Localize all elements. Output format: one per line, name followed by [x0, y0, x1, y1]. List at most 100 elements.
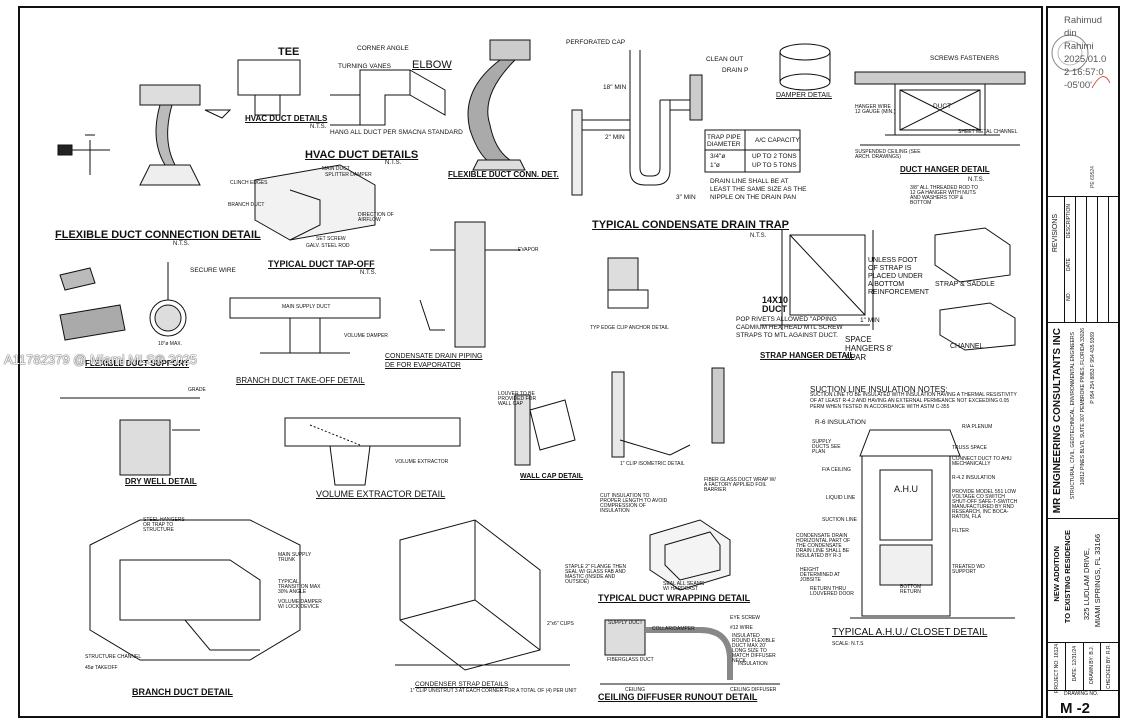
- damper-drawing: [779, 43, 831, 91]
- bottom-return-label: BOTTOM RETURN: [900, 584, 922, 595]
- cut-insulation-label: CUT INSULATION TO PROPER LENGTH TO AVOID…: [600, 493, 668, 514]
- clinch-edges-label: CLINCH EDGES: [230, 180, 268, 186]
- insulation-label: INSULATION: [738, 661, 768, 667]
- project-line-2: TO EXISTING RESIDENCE: [1063, 530, 1072, 624]
- hvac-details-title-1: HVAC DUCT DETAILS: [245, 114, 328, 123]
- branch-duct-label: BRANCH DUCT: [228, 202, 265, 208]
- checked-by: CHECKED BY: R.R.: [1106, 644, 1112, 690]
- ceiling-label: CEILING: [625, 687, 646, 693]
- hvac-details-title-2: HVAC DUCT DETAILS: [305, 149, 419, 161]
- digital-signature-stamp: Rahimud din Rahimi 2025.01.0 2 16:57:0 -…: [1064, 14, 1106, 92]
- project-number: PROJECT NO: 18124: [1054, 644, 1060, 693]
- branch-takeoff-title: BRANCH DUCT TAKE-OFF DETAIL: [236, 376, 365, 385]
- fa-ceiling-label: F/A CEILING: [822, 467, 851, 473]
- elbow-title: ELBOW: [412, 59, 452, 71]
- firm-name: MR ENGINEERING CONSULTANTS INC: [1052, 328, 1063, 514]
- revision-no-header: NO.: [1066, 292, 1072, 301]
- trap-pipe-label: TRAP PIPE DIAMETER: [707, 134, 741, 148]
- signer-name-line-1: Rahimud: [1064, 15, 1103, 26]
- hang-all-duct-label: HANG ALL DUCT PER SMACNA STANDARD: [330, 129, 463, 136]
- drawing-number-label: DRAWING NO.: [1064, 691, 1099, 697]
- drawing-number-block: DRAWING NO. M -2: [1048, 690, 1118, 718]
- clip-isometric-label: 1" CLIP ISOMETRIC DETAIL: [620, 461, 685, 467]
- flex-duct-connection-drawing: [57, 84, 232, 186]
- edge-clip-label: TYP EDGE CLIP ANCHOR DETAIL: [590, 325, 669, 331]
- duct-tapoff-title: TYPICAL DUCT TAP-OFF: [268, 259, 375, 269]
- set-screw-label: SET SCREW: [316, 236, 346, 242]
- branch-duct-title: BRANCH DUCT DETAIL: [132, 687, 233, 697]
- screws-fasteners-label: SCREWS FASTENERS: [930, 55, 999, 62]
- condensate-trap-drawing: [571, 50, 801, 196]
- volume-extractor-label: VOLUME EXTRACTOR: [395, 459, 449, 465]
- drawing-number: M -2: [1060, 700, 1090, 717]
- min-3-label: 3" MIN: [676, 194, 696, 201]
- liquid-line-label: LIQUID LINE: [826, 495, 856, 501]
- main-duct-label: MAIN DUCT: [322, 166, 350, 172]
- space-hangers-label: SPACE HANGERS 8' APAR: [845, 335, 893, 362]
- duct-wrapping-drawing: [649, 519, 731, 591]
- tee-title: TEE: [278, 46, 300, 58]
- sheet-metal-channel-label: SHEET METAL CHANNEL: [958, 129, 1018, 135]
- condenser-strap-title: CONDENSER STRAP DETAILS: [415, 681, 509, 688]
- seal-seams-label: SEAL ALL SEAMS W/ HARDCAST: [663, 581, 705, 592]
- nts-label: N.T.S.: [385, 160, 402, 166]
- galv-steel-rod-label: GALV. STEEL ROD: [306, 243, 350, 249]
- two-dampers-label: 2"x6" CUPS: [547, 621, 574, 627]
- damper-title: DAMPER DETAIL: [776, 92, 832, 99]
- steel-hangers-label: STEEL HANGERS OR TRAP TO STRUCTURE: [143, 517, 185, 533]
- strap-hanger-title: STRAP HANGER DETAIL: [760, 351, 855, 360]
- drawing-sheet: [18, 6, 1043, 718]
- fiberglass-note-label: FIBER GLASS DUCT WRAP W/ A FACTORY APPLI…: [704, 477, 776, 493]
- nts-label: N.T.S.: [173, 241, 190, 247]
- signer-name-line-2: din: [1064, 28, 1077, 39]
- hanger-wire-label: HANGER WIRE 12 GAUGE (MIN.): [855, 104, 896, 115]
- project-line-1: NEW ADDITION: [1052, 546, 1061, 602]
- scale-label: SCALE: N.T.S: [832, 641, 864, 647]
- flex-duct-conn-det-title: FLEXIBLE DUCT CONN. DET.: [448, 170, 559, 179]
- capacity-row1-b: UP TO 2 TONS: [752, 153, 797, 160]
- strap-saddle-label: STRAP & SADDLE: [935, 281, 995, 288]
- wall-cap-note: LOUVER TO BE PROVIDED FOR WALL CAP: [498, 391, 537, 407]
- typical-transition-label: TYPICAL TRANSITION MAX 30% ANGLE: [278, 579, 321, 595]
- drawn-by: DRAWN BY: B.J.: [1089, 646, 1095, 684]
- ceiling-diffuser-drawing: [600, 619, 780, 685]
- revision-date-header: DATE: [1066, 258, 1072, 271]
- condenser-strap-drawing: [395, 519, 570, 671]
- address-line-2: MIAMI SPRINGS, FL 33166: [1093, 534, 1102, 628]
- capacity-row2-b: UP TO 5 TONS: [752, 162, 797, 169]
- suspended-ceiling-label: SUSPENDED CEILING (SEE ARCH. DRAWINGS): [855, 149, 921, 160]
- strap-hanger-drawing: [760, 230, 874, 330]
- ahu-label: A.H.U: [894, 484, 919, 494]
- revisions-label: REVISIONS: [1052, 214, 1059, 253]
- wire-12-label: #12 WIRE: [730, 625, 753, 631]
- ra-plenum-label: R/A PLENUM: [962, 424, 993, 430]
- min-2-label: 2" MIN: [605, 134, 625, 141]
- branch-duct-drawing: [89, 519, 301, 661]
- firm-subtitle: STRUCTURAL, CIVIL, GEOTECHNICAL, ENVIRON…: [1070, 332, 1076, 500]
- revisions-block: REVISIONS NO. DATE DESCRIPTION: [1048, 196, 1118, 323]
- condenser-note-label: 1" CLIP UNISTRUT 3 AT EACH CORNER FOR A …: [410, 688, 577, 694]
- volume-extractor-drawing: [284, 417, 461, 486]
- filter-label: FILTER: [952, 528, 969, 534]
- tee-elbow-drawing: [237, 59, 446, 126]
- secure-wire-label: SECURE WIRE: [190, 267, 236, 274]
- capacity-row2-a: 1"ø: [710, 162, 720, 169]
- signer-name-line-3: Rahimi: [1064, 41, 1094, 52]
- volume-damper-label: VOLUME DAMPER: [344, 333, 388, 339]
- r6-insulation-label: R-6 INSULATION: [815, 419, 866, 426]
- capacity-row1-a: 3/4"ø: [710, 153, 726, 160]
- max-10-label: 10"ø MAX.: [158, 341, 183, 347]
- condensate-trap-title: TYPICAL CONDENSATE DRAIN TRAP: [592, 219, 789, 231]
- turning-vanes-label: TURNING VANES: [338, 63, 391, 70]
- min-18-label: 18" MIN: [603, 84, 627, 91]
- firm-block: MR ENGINEERING CONSULTANTS INC STRUCTURA…: [1048, 322, 1118, 519]
- nts-label: N.T.S.: [968, 177, 985, 183]
- project-block: NEW ADDITION TO EXISTING RESIDENCE 325 L…: [1048, 518, 1118, 643]
- eye-screw-label: EYE SCREW: [730, 615, 761, 621]
- flex-support-drawing: [59, 262, 187, 341]
- drain-detail-drawing: [607, 257, 725, 458]
- height-determined-label: HEIGHT DETERMINED AT JOBSITE: [800, 567, 841, 583]
- ceiling-diffuser-title: CEILING DIFFUSER RUNOUT DETAIL: [598, 692, 758, 702]
- project-info-block: PROJECT NO: 18124 DATE: 12/31/24 DRAWN B…: [1048, 642, 1118, 693]
- nts-label: N.T.S.: [750, 233, 767, 239]
